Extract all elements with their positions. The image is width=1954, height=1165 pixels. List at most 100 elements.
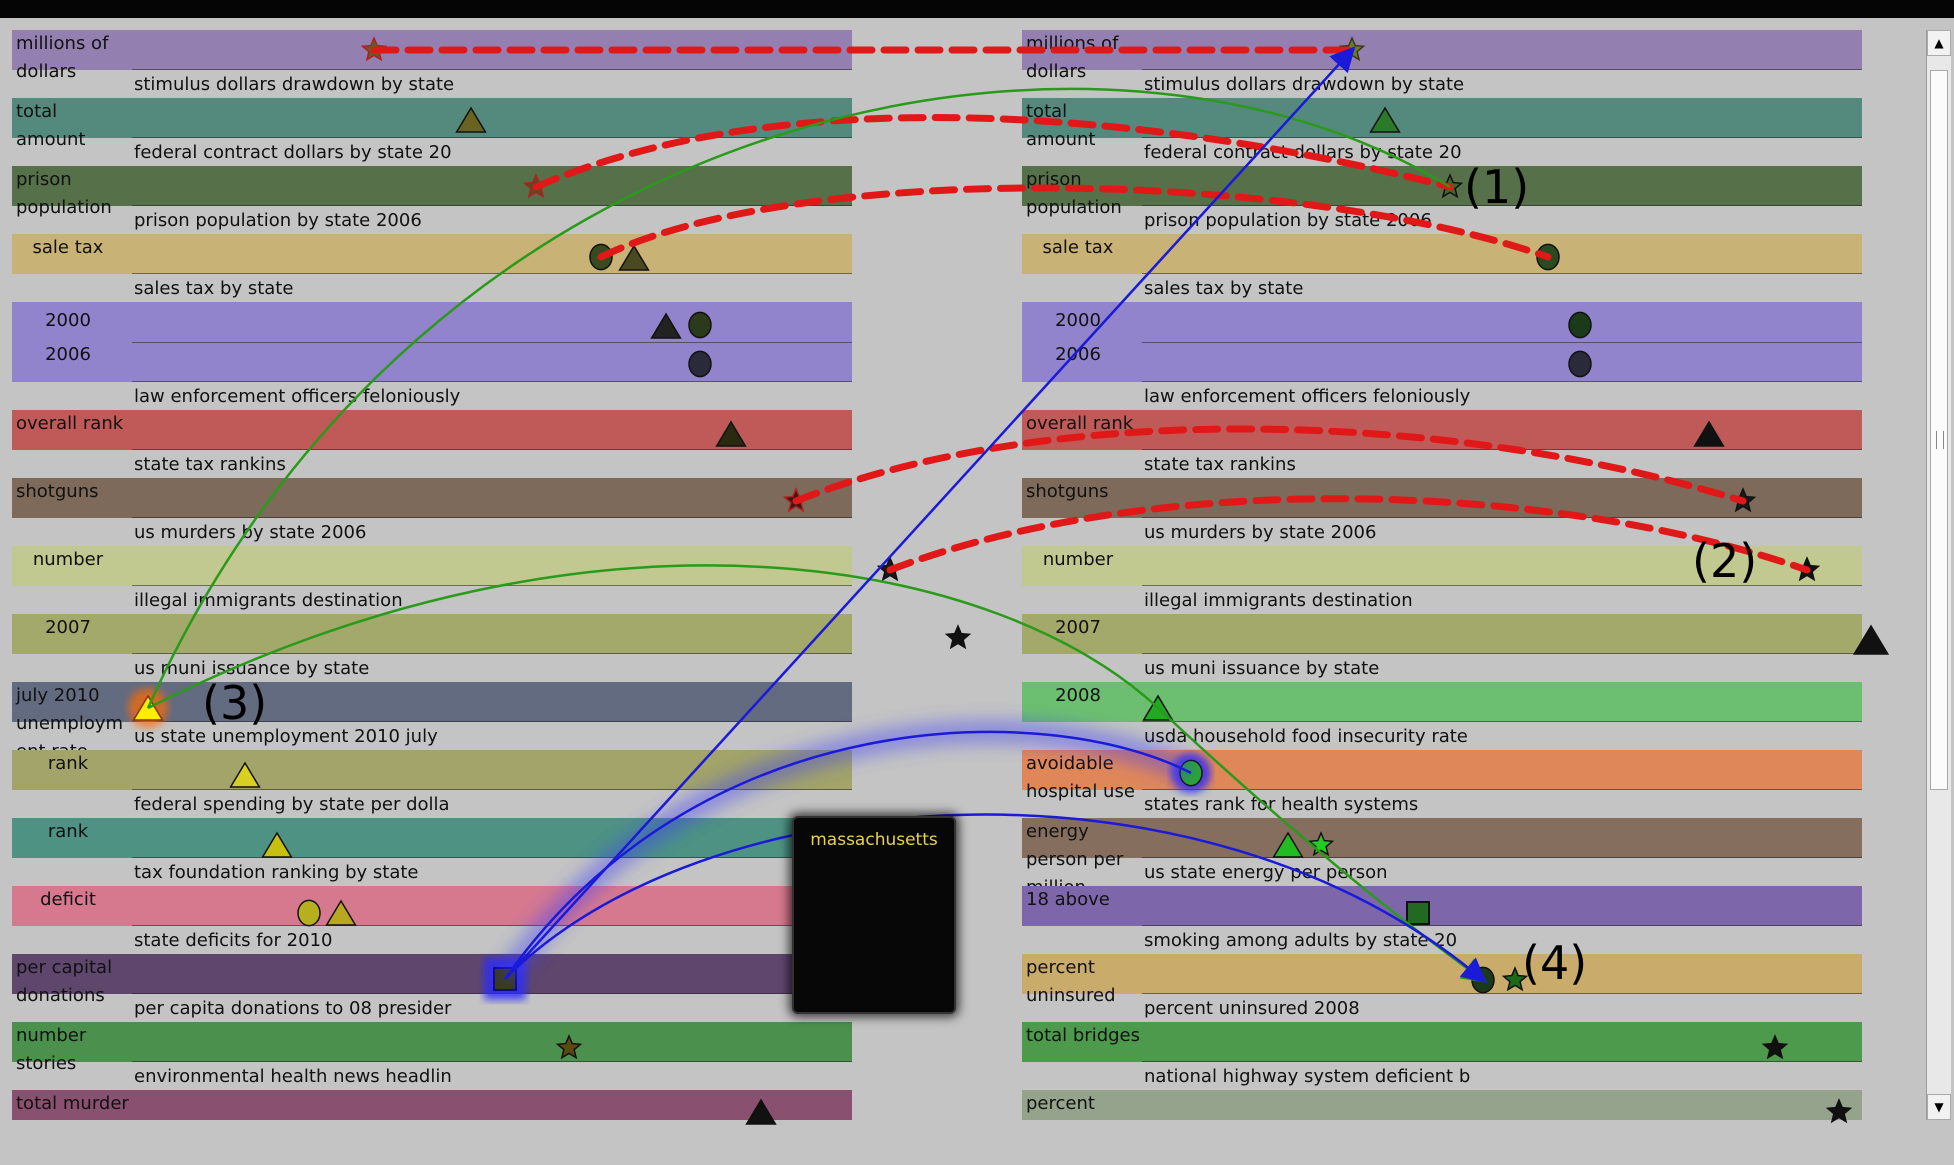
row-label: sale tax	[32, 237, 104, 258]
star-marker-icon[interactable]	[1436, 173, 1464, 199]
band-baseline	[1142, 585, 1862, 586]
band-baseline	[1142, 69, 1862, 70]
star-marker-icon[interactable]	[1761, 1034, 1789, 1060]
square-marker-icon[interactable]	[1406, 901, 1430, 925]
row-label: total bridges	[1026, 1025, 1141, 1046]
triangle-marker-icon[interactable]	[1369, 106, 1401, 133]
star-marker-icon[interactable]	[522, 173, 550, 199]
circle-marker-icon[interactable]	[297, 899, 321, 927]
row-color-band	[12, 1090, 852, 1120]
star-marker-icon[interactable]	[1825, 1098, 1853, 1124]
band-baseline	[1142, 721, 1862, 722]
annotation-1: (1)	[1464, 160, 1530, 214]
triangle-marker-icon[interactable]	[650, 312, 682, 339]
vertical-scrollbar[interactable]: ▲ ▼	[1926, 30, 1951, 1120]
annotation-2: (2)	[1692, 534, 1758, 588]
row-dataset-title[interactable]: tax foundation ranking by state	[134, 862, 419, 883]
triangle-marker-icon[interactable]	[261, 831, 293, 858]
band-baseline	[132, 721, 852, 722]
triangle-marker-icon[interactable]	[1852, 624, 1890, 655]
row-label: 2000	[45, 310, 91, 331]
annotation-3: (3)	[202, 676, 268, 730]
row-dataset-title[interactable]: us state unemployment 2010 july	[134, 726, 438, 747]
band-baseline	[1142, 1061, 1862, 1062]
square-marker-icon[interactable]	[493, 967, 517, 991]
scrollbar-thumb[interactable]	[1930, 70, 1948, 790]
triangle-marker-icon[interactable]	[1142, 694, 1174, 721]
row-label: deficit	[40, 889, 96, 910]
row-label: rank	[47, 821, 89, 842]
triangle-marker-icon[interactable]	[229, 761, 261, 788]
tooltip-state-name: massachusetts	[810, 830, 938, 850]
row-label: population	[16, 197, 112, 218]
triangle-marker-icon[interactable]	[618, 244, 650, 271]
row-dataset-title[interactable]: percent uninsured 2008	[1144, 998, 1360, 1019]
band-baseline	[132, 69, 852, 70]
band-baseline	[1142, 993, 1862, 994]
star-marker-icon[interactable]	[555, 1034, 583, 1060]
row-dataset-title[interactable]: environmental health news headlin	[134, 1066, 452, 1087]
scroll-down-arrow-icon[interactable]: ▼	[1927, 1094, 1951, 1120]
star-marker-icon[interactable]	[876, 556, 904, 582]
row-color-band	[12, 1022, 852, 1062]
star-marker-icon[interactable]	[782, 487, 810, 513]
circle-marker-icon[interactable]	[1471, 966, 1495, 994]
row-dataset-title[interactable]: state deficits for 2010	[134, 930, 333, 951]
left-row-14[interactable]: number stories environmental health news h…	[12, 1022, 852, 1090]
circle-marker-icon[interactable]	[1568, 311, 1592, 339]
band-baseline	[1142, 137, 1862, 138]
row-color-band	[1022, 1022, 1862, 1062]
row-label: total	[16, 101, 58, 122]
row-color-band	[1022, 1090, 1862, 1120]
scroll-up-arrow-icon[interactable]: ▲	[1927, 30, 1951, 56]
star-marker-icon[interactable]	[944, 624, 972, 650]
row-dataset-title[interactable]: federal spending by state per dolla	[134, 794, 450, 815]
scrollbar-grip-icon	[1936, 431, 1944, 449]
band-baseline	[1142, 925, 1862, 926]
annotation-4: (4)	[1522, 936, 1588, 990]
circle-marker-icon[interactable]	[688, 311, 712, 339]
row-dataset-title[interactable]: per capita donations to 08 presider	[134, 998, 452, 1019]
triangle-marker-icon[interactable]	[325, 899, 357, 926]
triangle-marker-icon[interactable]	[1693, 420, 1725, 447]
row-label: shotguns	[16, 481, 99, 502]
row-dataset-title[interactable]: national highway system deficient b	[1144, 1066, 1471, 1087]
circle-marker-icon[interactable]	[589, 243, 613, 271]
row-label: number	[16, 1025, 87, 1046]
triangle-marker-icon[interactable]	[1272, 831, 1304, 858]
band-midline	[1142, 342, 1862, 343]
star-marker-icon[interactable]	[1729, 487, 1757, 513]
circle-marker-icon[interactable]	[1179, 759, 1203, 787]
band-baseline	[1142, 273, 1862, 274]
row-label: 2007	[45, 617, 91, 638]
row-label: millions of	[16, 33, 109, 54]
row-label: percent	[1026, 1093, 1095, 1114]
star-marker-icon[interactable]	[1501, 966, 1529, 992]
band-baseline	[132, 857, 852, 858]
circle-marker-icon[interactable]	[688, 350, 712, 378]
star-marker-icon[interactable]	[1793, 556, 1821, 582]
row-label: donations	[16, 985, 105, 1006]
row-label: unemploym	[16, 713, 124, 734]
circle-marker-icon[interactable]	[1536, 243, 1560, 271]
row-label: uninsured	[1026, 985, 1116, 1006]
band-baseline	[1142, 653, 1862, 654]
row-label: overall rank	[16, 413, 124, 434]
row-label: number	[32, 549, 104, 570]
row-label: stories	[16, 1053, 77, 1074]
row-label: amount	[16, 129, 86, 150]
triangle-marker-icon[interactable]	[455, 106, 487, 133]
star-marker-icon[interactable]	[1307, 831, 1335, 857]
band-baseline	[132, 1061, 852, 1062]
right-row-15[interactable]: percent	[1022, 1090, 1862, 1120]
triangle-marker-icon[interactable]	[715, 420, 747, 447]
circle-marker-icon[interactable]	[1568, 350, 1592, 378]
left-row-15[interactable]: total murder	[12, 1090, 852, 1120]
star-marker-icon[interactable]	[360, 36, 388, 62]
row-label: per capital	[16, 957, 113, 978]
star-marker-icon[interactable]	[1338, 36, 1366, 62]
row-label: rank	[47, 753, 89, 774]
top-window-bar	[0, 0, 1954, 18]
triangle-marker-icon[interactable]	[745, 1098, 777, 1125]
